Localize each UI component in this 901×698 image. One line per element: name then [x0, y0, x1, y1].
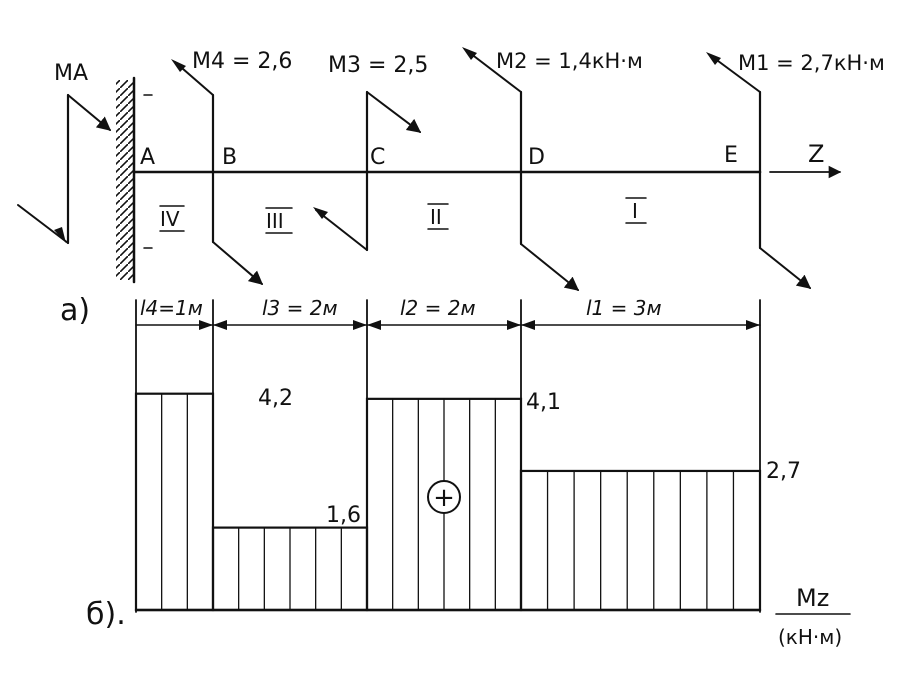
point-c: C	[370, 145, 385, 170]
length-l3: l3 = 2м	[262, 296, 338, 320]
label-m3: M3 = 2,5	[328, 53, 428, 78]
point-a: A	[140, 145, 155, 170]
section-1: I	[632, 199, 638, 223]
value-label-b: 4,2	[258, 386, 293, 411]
length-l1: l1 = 3м	[586, 296, 662, 320]
point-e: E	[724, 143, 738, 168]
section-3: III	[266, 209, 284, 233]
moment-m3	[313, 90, 422, 252]
mz-axis-label: Mz	[796, 584, 829, 612]
point-d: D	[528, 145, 545, 170]
torque-segment-1	[134, 392, 215, 612]
shaft-scheme: MA M4 = 2,6 M3 = 2,5 M2 = 1,4кН·м M1 = 2…	[17, 47, 885, 328]
moment-m4	[171, 59, 264, 285]
torque-segment-4	[519, 469, 762, 612]
value-label-e: 2,7	[766, 459, 801, 484]
value-label-d: 4,1	[526, 390, 561, 415]
label-ma: MA	[54, 61, 88, 86]
part-b-label: б).	[86, 597, 126, 632]
label-m1: M1 = 2,7кН·м	[738, 51, 885, 75]
value-label-c: 1,6	[326, 503, 361, 528]
fixed-support-hatch	[116, 80, 134, 280]
label-m4: M4 = 2,6	[192, 49, 292, 74]
length-l4: l4=1м	[140, 296, 203, 320]
section-2: II	[430, 205, 442, 229]
dimension-line: l4=1м l3 = 2м l2 = 2м l1 = 3м	[135, 296, 761, 613]
mz-unit-label: (кН·м)	[778, 625, 842, 649]
section-4: IV	[160, 207, 180, 231]
point-b: B	[222, 145, 237, 170]
label-m2: M2 = 1,4кН·м	[496, 49, 643, 73]
part-a-label: a)	[60, 293, 90, 328]
plus-sign: +	[433, 483, 455, 513]
moment-m1	[706, 52, 812, 289]
reaction-moment-ma	[17, 93, 112, 245]
moment-m2	[462, 47, 580, 291]
axis-z-label: Z	[808, 140, 824, 168]
length-l2: l2 = 2м	[400, 296, 476, 320]
plus-sign-circle	[427, 480, 461, 514]
torque-diagram: 4,2 1,6 4,1 2,7 + б). Mz (кН·м)	[86, 386, 851, 649]
